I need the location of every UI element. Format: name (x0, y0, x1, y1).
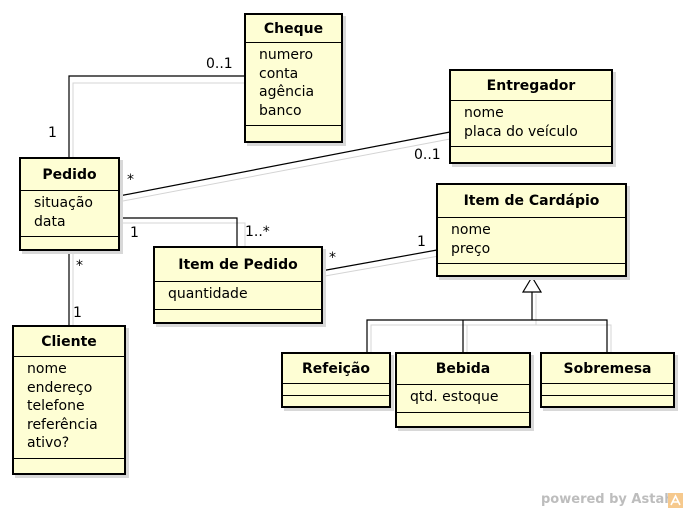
attribute: agência (259, 84, 315, 100)
attribute: nome (464, 105, 504, 121)
class-item-de-cardapio-attributes: nome preço (438, 218, 625, 264)
class-sobremesa-attributes (542, 384, 673, 396)
multiplicity-label: 1 (73, 305, 82, 321)
class-entregador-name: Entregador (451, 71, 611, 101)
assoc-pedido-entregador (118, 131, 451, 197)
class-cliente[interactable]: Cliente nome endereço telefone referênci… (12, 325, 126, 475)
class-pedido[interactable]: Pedido situação data (19, 157, 120, 251)
attribute: nome (451, 222, 491, 238)
attribute: data (34, 213, 66, 230)
class-refeicao-attributes (283, 384, 389, 396)
class-pedido-name: Pedido (21, 159, 118, 191)
class-refeicao[interactable]: Refeição (281, 352, 391, 408)
class-item-de-pedido[interactable]: Item de Pedido quantidade (153, 246, 323, 324)
generalization-arrowhead (521, 275, 543, 293)
attribute: numero (259, 47, 314, 63)
assoc-itempedido-itemcardapio (320, 249, 438, 272)
class-cliente-attributes: nome endereço telefone referência ativo? (14, 357, 124, 459)
class-cliente-name: Cliente (14, 327, 124, 357)
attribute: placa do veículo (464, 123, 578, 140)
attribute: qtd. estoque (410, 389, 499, 405)
class-cheque-name: Cheque (246, 15, 341, 43)
class-refeicao-name: Refeição (283, 354, 389, 384)
multiplicity-label: * (76, 258, 83, 274)
powered-by-text: powered by Astah (541, 492, 674, 507)
class-item-de-pedido-attributes: quantidade (155, 282, 321, 310)
class-sobremesa-name: Sobremesa (542, 354, 673, 384)
attribute: preço (451, 240, 491, 257)
class-entregador[interactable]: Entregador nome placa do veículo (449, 69, 613, 164)
multiplicity-label: * (127, 172, 134, 188)
multiplicity-label: 1 (48, 125, 57, 141)
assoc-pedido-itempedido (119, 217, 238, 246)
class-item-de-pedido-name: Item de Pedido (155, 248, 321, 282)
attribute: telefone (27, 398, 85, 414)
multiplicity-label: 1 (130, 225, 139, 241)
class-bebida[interactable]: Bebida qtd. estoque (395, 352, 531, 428)
assoc-pedido-cheque (68, 75, 245, 158)
generalization-refeicao (366, 319, 532, 353)
attribute: ativo? (27, 435, 70, 451)
attribute: banco (259, 102, 302, 119)
attribute: nome (27, 361, 67, 377)
multiplicity-label: * (329, 250, 336, 266)
class-bebida-name: Bebida (397, 354, 529, 385)
attribute: situação (34, 195, 93, 211)
class-cheque[interactable]: Cheque numero conta agência banco (244, 13, 343, 143)
class-item-de-cardapio-name: Item de Cardápio (438, 185, 625, 218)
attribute: referência (27, 416, 98, 433)
class-sobremesa[interactable]: Sobremesa (540, 352, 675, 408)
class-pedido-attributes: situação data (21, 191, 118, 237)
generalization-sobremesa (532, 319, 608, 353)
astah-logo-icon (668, 493, 683, 508)
attribute: conta (259, 65, 299, 82)
class-cheque-attributes: numero conta agência banco (246, 43, 341, 126)
multiplicity-label: 0..1 (414, 147, 441, 163)
multiplicity-label: 0..1 (206, 56, 233, 72)
attribute: endereço (27, 379, 93, 396)
class-entregador-attributes: nome placa do veículo (451, 101, 611, 147)
attribute: quantidade (168, 286, 248, 302)
multiplicity-label: 1..* (245, 224, 270, 240)
class-item-de-cardapio[interactable]: Item de Cardápio nome preço (436, 183, 627, 277)
class-bebida-attributes: qtd. estoque (397, 385, 529, 413)
multiplicity-label: 1 (417, 234, 426, 250)
